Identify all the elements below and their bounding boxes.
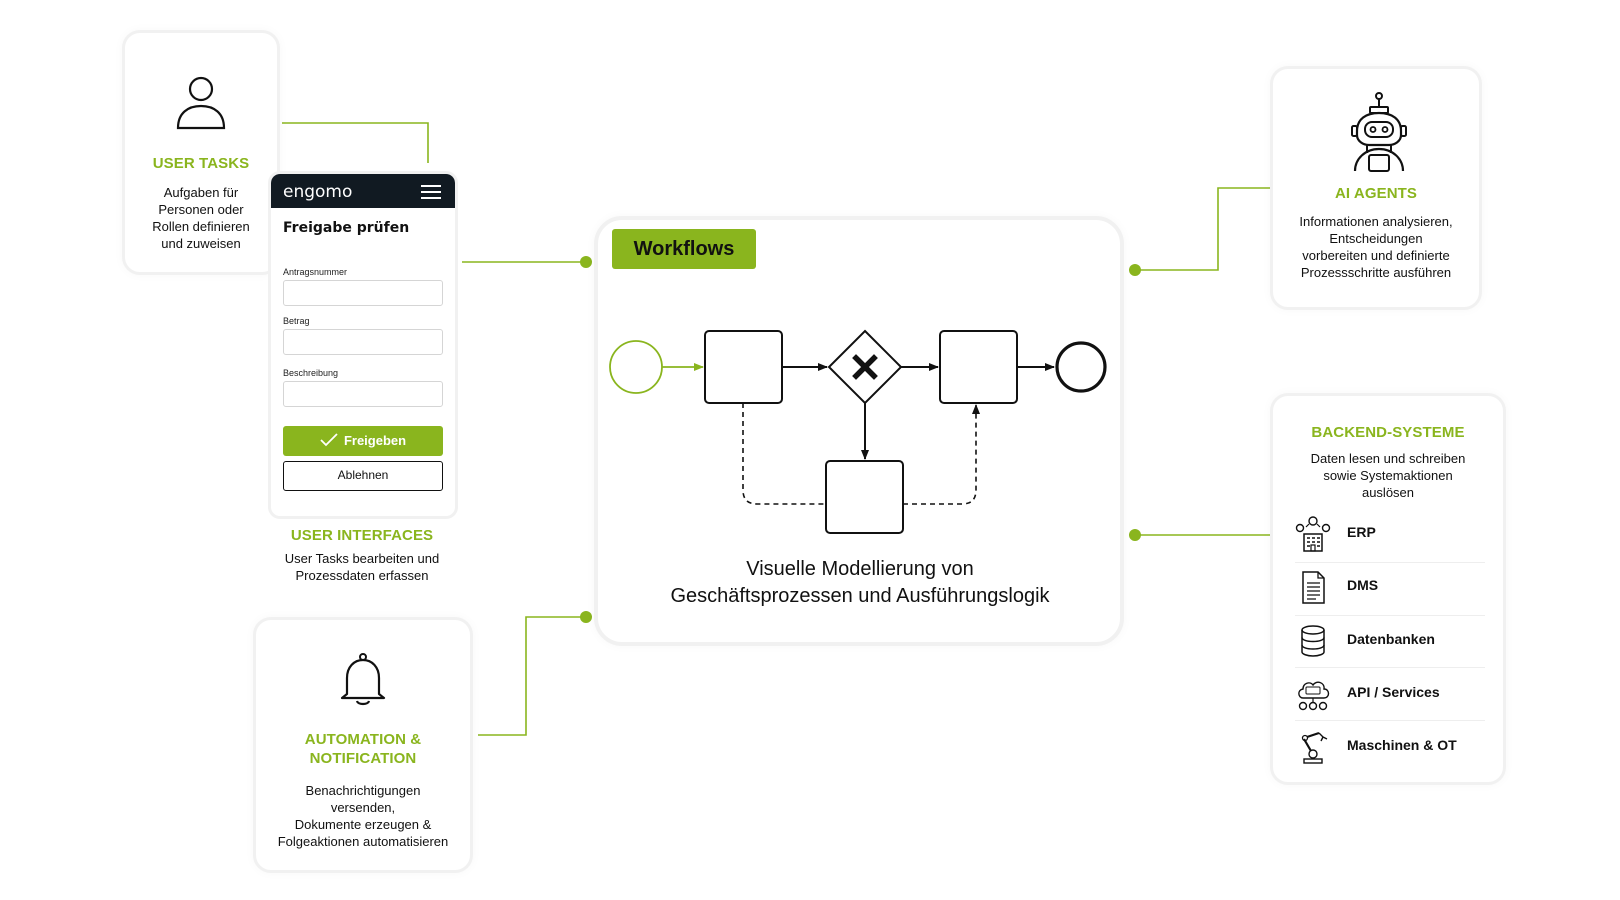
backend-desc: Daten lesen und schreiben sowie Systemak… — [1310, 451, 1466, 500]
beschreibung-input[interactable] — [283, 381, 443, 407]
user-interfaces-title: USER INTERFACES — [290, 527, 434, 544]
erp-building-icon — [1295, 516, 1331, 552]
task-box — [939, 330, 1018, 404]
start-event — [609, 340, 663, 394]
robot-icon — [1351, 92, 1407, 172]
exclusive-gateway-icon — [852, 354, 878, 380]
backend-item-datenbanken[interactable]: Datenbanken — [1295, 615, 1485, 665]
bell-icon — [340, 653, 386, 706]
backend-item-label: Maschinen & OT — [1347, 737, 1457, 753]
user-tasks-title: USER TASKS — [152, 155, 250, 172]
database-icon — [1301, 625, 1325, 657]
ai-agents-card: AI AGENTS Informationen analysieren, Ent… — [1270, 66, 1482, 310]
ai-agents-desc: Informationen analysieren, Entscheidunge… — [1299, 214, 1453, 280]
betrag-input[interactable] — [283, 329, 443, 355]
field-label: Betrag — [283, 316, 310, 326]
divider — [1295, 562, 1485, 563]
end-event — [1055, 341, 1107, 393]
api-cloud-icon — [1298, 681, 1330, 711]
form-title: Freigabe prüfen — [283, 220, 410, 236]
backend-item-label: ERP — [1347, 524, 1376, 540]
task-box — [704, 330, 783, 404]
backend-item-erp[interactable]: ERP — [1295, 508, 1485, 558]
approve-button[interactable]: Freigeben — [283, 426, 443, 456]
menu-icon[interactable] — [421, 185, 441, 199]
phone-header: engomo — [271, 174, 455, 208]
robot-arm-icon — [1301, 731, 1328, 764]
person-icon — [176, 76, 226, 130]
automation-title: AUTOMATION & NOTIFICATION — [304, 731, 422, 767]
user-tasks-desc: Aufgaben für Personen oder Rollen defini… — [152, 185, 250, 251]
workflows-tag: Workflows — [612, 229, 756, 269]
check-icon — [320, 433, 338, 447]
backend-item-label: API / Services — [1347, 684, 1440, 700]
divider — [1295, 615, 1485, 616]
user-tasks-card: USER TASKS Aufgaben für Personen oder Ro… — [122, 30, 280, 275]
backend-item-dms[interactable]: DMS — [1295, 561, 1485, 611]
backend-item-label: DMS — [1347, 577, 1379, 593]
antragsnummer-input[interactable] — [283, 280, 443, 306]
user-interfaces-desc: User Tasks bearbeiten und Prozessdaten e… — [284, 551, 440, 583]
document-icon — [1302, 571, 1325, 604]
divider — [1295, 720, 1485, 721]
backend-card: BACKEND-SYSTEME Daten lesen und schreibe… — [1270, 393, 1506, 785]
field-label: Antragsnummer — [283, 267, 348, 277]
backend-item-maschinen-ot[interactable]: Maschinen & OT — [1295, 721, 1485, 771]
automation-card: AUTOMATION & NOTIFICATION Benachrichtigu… — [253, 617, 473, 873]
backend-item-api-services[interactable]: API / Services — [1295, 668, 1485, 718]
field-label: Beschreibung — [283, 368, 339, 378]
task-box — [825, 460, 904, 534]
automation-desc: Benachrichtigungen versenden, Dokumente … — [277, 783, 449, 849]
workflows-caption: Visuelle Modellierung von Geschäftsproze… — [670, 558, 1050, 607]
divider — [1295, 667, 1485, 668]
phone-mockup: engomo Freigabe prüfen Antragsnummer Bet… — [268, 171, 458, 519]
backend-title: BACKEND-SYSTEME — [1311, 424, 1465, 441]
ai-agents-title: AI AGENTS — [1334, 185, 1418, 202]
backend-item-label: Datenbanken — [1347, 631, 1435, 647]
approve-label: Freigeben — [343, 433, 407, 448]
reject-button[interactable]: Ablehnen — [283, 461, 443, 491]
workflows-card — [594, 216, 1124, 646]
engomo-logo: engomo — [283, 182, 353, 202]
